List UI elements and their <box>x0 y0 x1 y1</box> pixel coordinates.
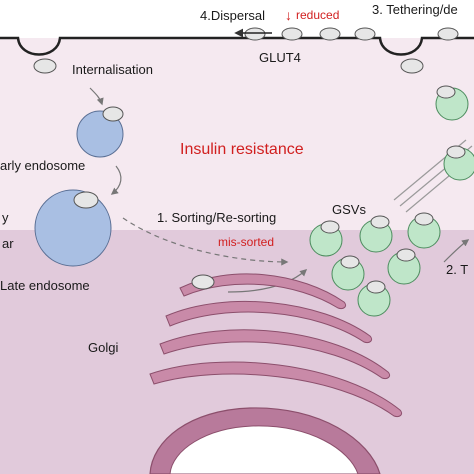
internalisation-label: Internalisation <box>72 62 153 77</box>
golgi-cisterna <box>165 300 373 343</box>
dispersal-label: 4.Dispersal <box>200 8 265 23</box>
glut4-vesicle <box>319 27 341 41</box>
step2-label: 2. T <box>446 262 468 277</box>
gsvs-label: GSVs <box>332 202 366 217</box>
late-endosome-label: Late endosome <box>0 278 90 293</box>
sorting-label: 1. Sorting/Re-sorting <box>157 210 276 225</box>
nucleus-inner <box>169 425 359 474</box>
golgi-apparatus <box>149 273 403 417</box>
glut4-vesicle <box>437 27 459 41</box>
gsv-cluster <box>309 212 441 317</box>
left-fragment-label: y <box>2 210 9 225</box>
left-fragment-label: ar <box>2 236 14 251</box>
golgi-cisterna <box>179 273 347 309</box>
glut4-vesicle <box>354 27 376 41</box>
glut4-label: GLUT4 <box>259 50 301 65</box>
step2-arrow <box>443 239 470 263</box>
gsv-cap <box>320 220 340 234</box>
pit-vesicle <box>33 58 57 74</box>
pit-vesicle <box>400 58 424 74</box>
sorting-arrow <box>122 217 289 266</box>
early-endosome <box>76 110 124 158</box>
tethering-label: 3. Tethering/de <box>372 2 458 17</box>
maturation-arrow <box>110 165 122 195</box>
golgi-cisterna <box>149 361 403 417</box>
golgi-vesicle <box>191 274 215 290</box>
glut4-vesicle <box>281 27 303 41</box>
late-endosome-vesicle <box>73 191 99 209</box>
golgi-label: Golgi <box>88 340 118 355</box>
gsv-cap <box>366 280 386 294</box>
gsv-cap <box>370 215 390 229</box>
glut4-vesicle <box>244 27 266 41</box>
early-endosome-label: arly endosome <box>0 158 85 173</box>
plasma-membrane <box>0 36 474 56</box>
gsv-cap <box>436 85 456 99</box>
gsv-cap <box>340 255 360 269</box>
mis-sorted-label: mis-sorted <box>218 235 274 249</box>
insulin-resistance-label: Insulin resistance <box>180 141 304 158</box>
late-endosome <box>34 189 112 267</box>
golgi-cisterna <box>159 329 391 379</box>
gsv-cap <box>414 212 434 226</box>
gsv-cap <box>396 248 416 262</box>
gsv-cap <box>446 145 466 159</box>
endosome-vesicle <box>102 106 124 122</box>
reduced-arrow-glyph: ↓ <box>285 7 292 23</box>
reduced-label: reduced <box>296 8 339 22</box>
golgi-to-gsv-arrow <box>227 269 308 293</box>
internalisation-arrow <box>89 87 104 106</box>
